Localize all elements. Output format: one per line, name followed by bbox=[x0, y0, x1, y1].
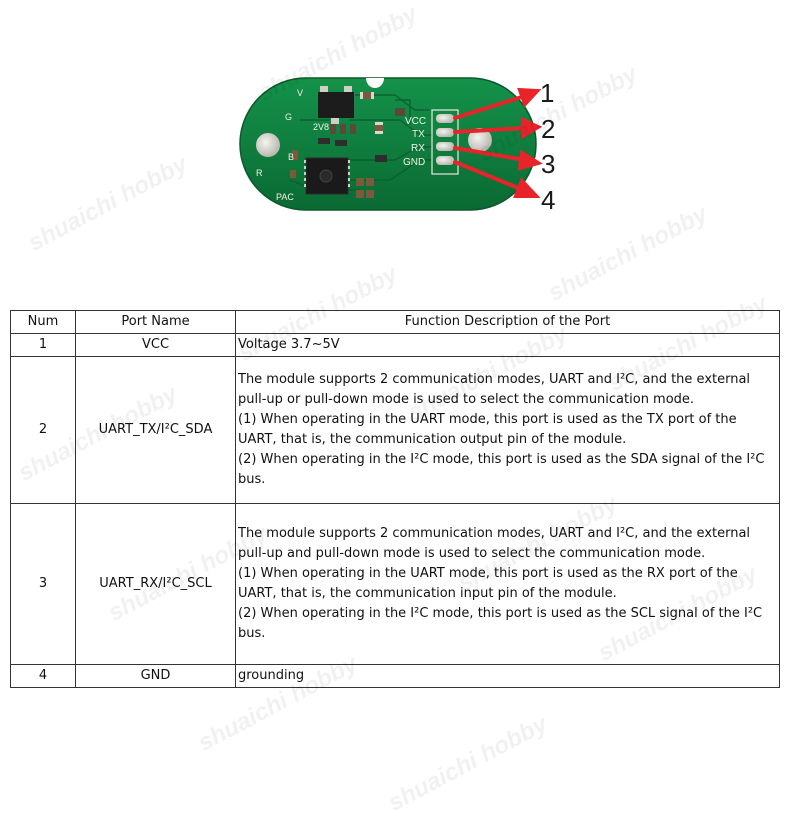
pin-pads bbox=[436, 114, 454, 165]
row-port-name: UART_RX/I²C_SCL bbox=[75, 503, 236, 665]
table-row: 1 VCC Voltage 3.7~5V bbox=[10, 333, 780, 357]
row-port-name: VCC bbox=[75, 333, 236, 357]
pin-header bbox=[431, 109, 459, 175]
table-row: 2 UART_TX/I²C_SDA The module supports 2 … bbox=[10, 356, 780, 504]
silk-gnd: GND bbox=[403, 157, 425, 168]
description-line: grounding bbox=[238, 668, 305, 683]
description-line: (1) When operating in the UART mode, thi… bbox=[238, 566, 738, 581]
description-line: bus. bbox=[238, 626, 266, 641]
silk-rx: RX bbox=[411, 143, 425, 154]
silk-vcc: VCC bbox=[405, 116, 426, 127]
row-description: The module supports 2 communication mode… bbox=[235, 356, 780, 504]
description-line: The module supports 2 communication mode… bbox=[238, 372, 751, 387]
silk-pac: PAC bbox=[276, 192, 294, 202]
watermark: shuaichi hobby bbox=[383, 710, 552, 817]
row-num: 2 bbox=[10, 356, 76, 504]
pcb-drawing: VCC TX RX GND V G 2V8 B R PAC bbox=[239, 77, 543, 211]
row-port-name: UART_TX/I²C_SDA bbox=[75, 356, 236, 504]
description-line: (2) When operating in the I²C mode, this… bbox=[238, 452, 765, 467]
header-port-name: Port Name bbox=[75, 310, 236, 334]
row-description: Voltage 3.7~5V bbox=[235, 333, 780, 357]
description-line: The module supports 2 communication mode… bbox=[238, 526, 751, 541]
description-line: (1) When operating in the UART mode, thi… bbox=[238, 412, 737, 427]
port-table: Num Port Name Function Description of th… bbox=[10, 310, 780, 688]
description-line: pull-up and pull-down mode is used to se… bbox=[238, 546, 706, 561]
silk-b: B bbox=[288, 152, 294, 162]
silk-tx: TX bbox=[412, 129, 425, 140]
pin-number-1: 1 bbox=[540, 78, 555, 108]
row-num: 4 bbox=[10, 664, 76, 688]
mounting-hole-left bbox=[256, 133, 280, 157]
silk-g: G bbox=[285, 112, 292, 122]
description-line: bus. bbox=[238, 472, 266, 487]
chip-top bbox=[318, 92, 354, 118]
table-header-row: Num Port Name Function Description of th… bbox=[10, 310, 780, 334]
pin-number-4: 4 bbox=[541, 185, 556, 215]
row-port-name: GND bbox=[75, 664, 236, 688]
description-line: UART, that is, the communication output … bbox=[238, 432, 627, 447]
table-row: 4 GND grounding bbox=[10, 664, 780, 688]
header-num: Num bbox=[10, 310, 76, 334]
description-line: (2) When operating in the I²C mode, this… bbox=[238, 606, 763, 621]
silk-2v8: 2V8 bbox=[313, 122, 329, 132]
row-description: The module supports 2 communication mode… bbox=[235, 503, 780, 665]
header-function-description: Function Description of the Port bbox=[235, 310, 780, 334]
row-num: 1 bbox=[10, 333, 76, 357]
row-description: grounding bbox=[235, 664, 780, 688]
table-row: 3 UART_RX/I²C_SCL The module supports 2 … bbox=[10, 503, 780, 665]
description-line: UART, that is, the communication input p… bbox=[238, 586, 617, 601]
silk-r: R bbox=[256, 168, 263, 178]
pin-number-2: 2 bbox=[541, 114, 556, 144]
row-num: 3 bbox=[10, 503, 76, 665]
silk-v: V bbox=[297, 88, 303, 98]
mounting-hole-right bbox=[468, 128, 492, 152]
description-line: pull-up or pull-down mode is used to sel… bbox=[238, 392, 695, 407]
pcb-illustration: VCC TX RX GND V G 2V8 B R PAC 1 2 3 4 bbox=[0, 0, 800, 300]
pcb-board bbox=[239, 77, 537, 211]
pin-number-3: 3 bbox=[541, 149, 556, 179]
description-line: Voltage 3.7~5V bbox=[238, 337, 340, 352]
